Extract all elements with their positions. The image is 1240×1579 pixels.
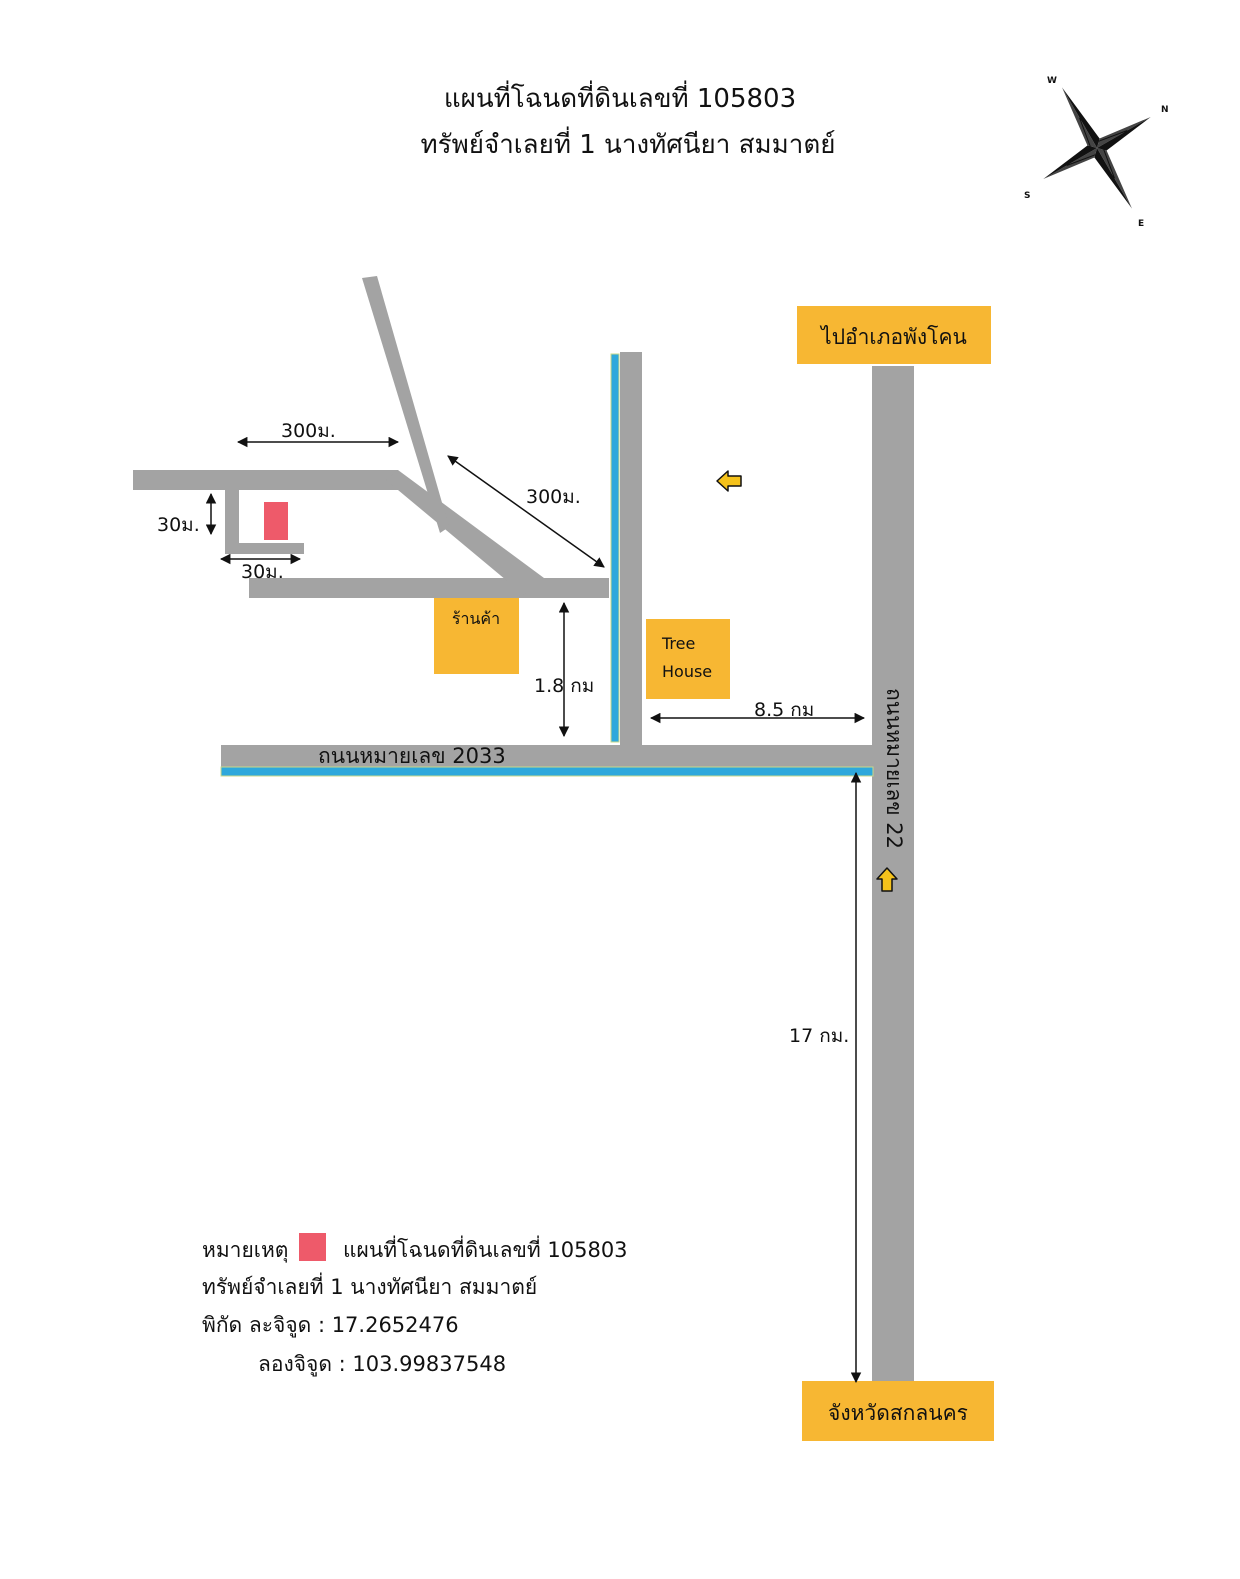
canal-vertical	[610, 353, 620, 743]
land-plot-marker	[264, 502, 288, 540]
shop-label: ร้านค้า	[452, 609, 500, 628]
legend-label: หมายเหตุ	[202, 1238, 288, 1263]
road-vertical-center	[620, 352, 642, 746]
dimension-lines	[205, 436, 866, 1384]
to-phang-khon-label: ไปอำเภอพังโคน	[819, 325, 967, 349]
map-title-line1: แผนที่โฉนดที่ดินเลขที่ 105803	[444, 80, 796, 114]
tree-house-label-1: Tree	[661, 634, 695, 653]
legend-line2: ทรัพย์จำเลยที่ 1 นางทัศนียา สมมาตย์	[202, 1272, 537, 1299]
dim-diag-300: 300ม.	[526, 486, 581, 508]
road-lower-west	[249, 578, 609, 598]
sakon-nakhon-box	[802, 1381, 994, 1441]
compass-w: W	[1047, 76, 1057, 86]
legend-latitude: พิกัด ละจิจูด : 17.2652476	[202, 1313, 459, 1338]
road-plot-access-h	[225, 543, 304, 554]
road-22-label: ถนนหมายเลข 22	[882, 688, 906, 849]
road-diagonal-b	[362, 276, 449, 533]
shop-box	[434, 598, 519, 674]
road-2033-label: ถนนหมายเลข 2033	[318, 744, 506, 768]
dim-plot-30-h: 30ม.	[241, 561, 284, 583]
legend-longitude: ลองจิจูด : 103.99837548	[258, 1352, 506, 1377]
legend-line1: แผนที่โฉนดที่ดินเลขที่ 105803	[343, 1235, 628, 1262]
canal-horizontal	[220, 766, 874, 777]
compass-e: E	[1138, 219, 1144, 229]
legend-plot-swatch	[299, 1233, 326, 1261]
dim-plot-30-v: 30ม.	[157, 514, 200, 536]
road-plot-access-v	[225, 488, 239, 550]
to-phang-khon-box	[797, 306, 991, 364]
dim-1-8: 1.8 กม	[534, 675, 594, 697]
dim-top-300: 300ม.	[281, 420, 336, 442]
road-upper-west	[133, 470, 398, 490]
road-diagonal-a	[386, 470, 544, 595]
tree-house-label-2: House	[662, 662, 712, 681]
tree-house-box	[646, 619, 730, 699]
dim-line-diag-300	[447, 455, 605, 568]
map-title-line2: ทรัพย์จำเลยที่ 1 นางทัศนียา สมมาตย์	[420, 126, 835, 160]
dim-8-5: 8.5 กม	[754, 699, 814, 721]
compass-n: N	[1161, 105, 1169, 115]
direction-arrow-up-icon	[876, 867, 898, 892]
dim-17: 17 กม.	[789, 1025, 849, 1047]
road-2033	[221, 745, 873, 767]
compass-rose-icon	[1043, 87, 1151, 209]
compass-s: S	[1024, 191, 1030, 201]
sakon-nakhon-label: จังหวัดสกลนคร	[828, 1401, 968, 1425]
direction-arrow-left-icon	[716, 470, 742, 492]
